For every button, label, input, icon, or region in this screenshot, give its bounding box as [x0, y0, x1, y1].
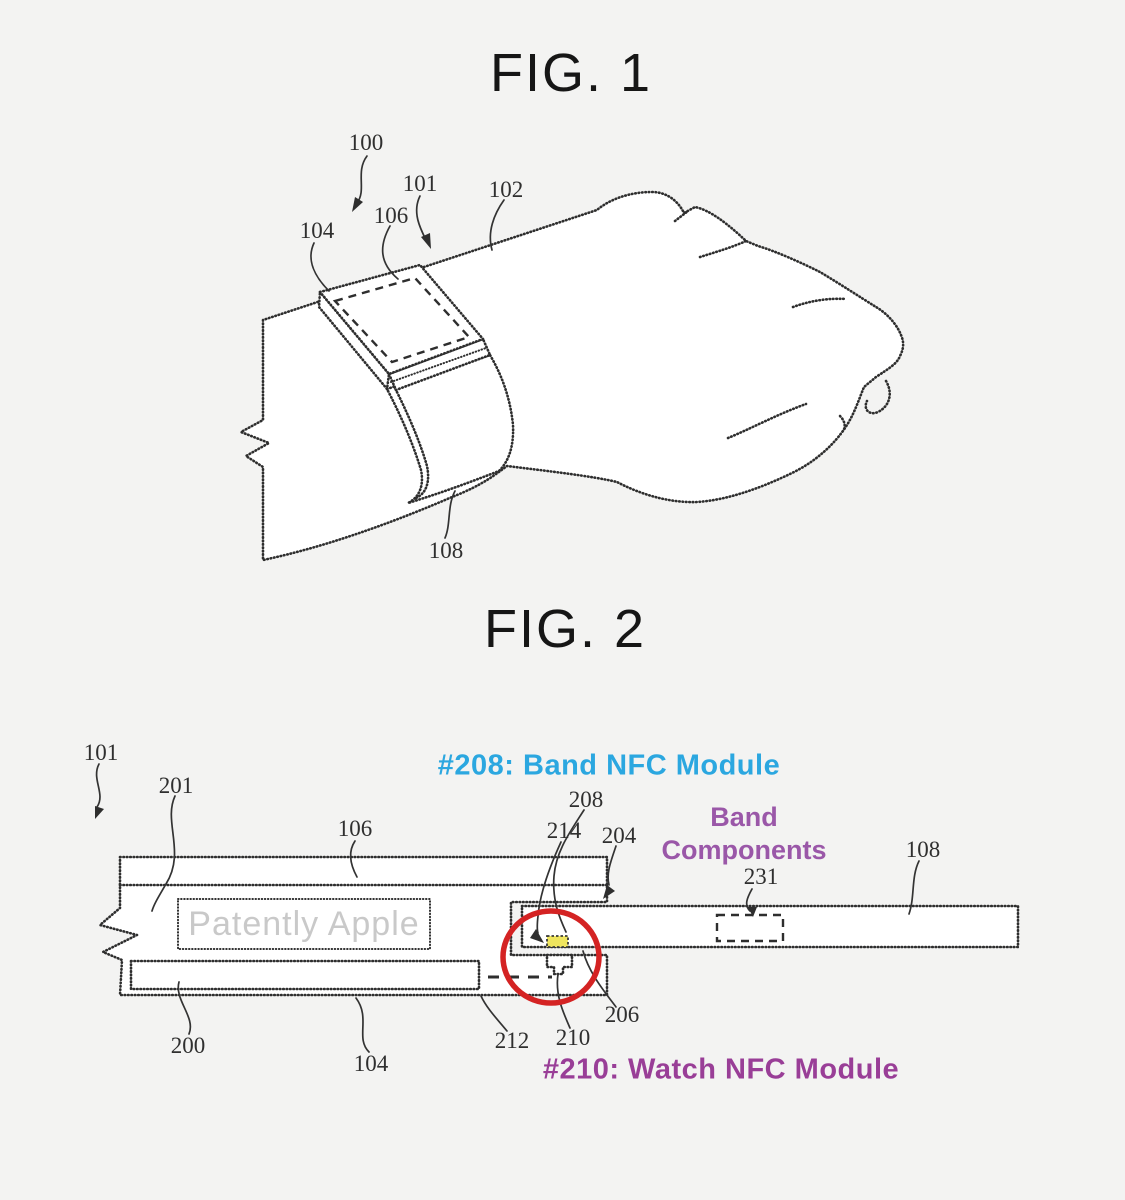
finger-fold-lines: [791, 297, 848, 309]
watch-nfc-module-210: [545, 953, 574, 976]
nfc-highlight-circle: [500, 908, 602, 1006]
fig2-ref-206: 206: [604, 1002, 640, 1027]
fig2-ref-214: 214: [546, 818, 582, 843]
watermark-box: [177, 898, 431, 950]
band-nfc-module-heading: #208: Band NFC Module: [437, 749, 781, 782]
band-components-line1: Band: [710, 802, 778, 832]
component-200-rect: [129, 959, 481, 991]
thumb-tip-line: [864, 379, 892, 415]
patently-apple-watermark: Patently Apple: [188, 905, 420, 943]
fig2-ref-101: 101: [83, 740, 119, 765]
fig2-ref-106: 106: [337, 816, 373, 841]
fig2-ref-108: 108: [905, 837, 941, 862]
fig1-ref-108: 108: [428, 538, 464, 563]
watch-face-dashed-border: [332, 276, 472, 364]
fig1-ref-106: 106: [373, 203, 409, 228]
fig2-ref-204: 204: [601, 823, 637, 848]
band-components-line2: Components: [661, 835, 827, 865]
fig2-ref-210: 210: [555, 1025, 591, 1050]
band-nfc-chip-208: [546, 935, 569, 948]
fig1-leader-lines: [310, 155, 505, 539]
band-components-heading: Band Components: [662, 801, 827, 867]
watch-band: [385, 353, 515, 505]
watch-case-front-line: [390, 347, 487, 383]
fig1-ref-102: 102: [488, 177, 524, 202]
palm-fold-line: [726, 402, 808, 440]
fig2-leader-lines: [95, 763, 920, 1053]
fig2-diagram: [95, 763, 1020, 1053]
band-strip: [520, 904, 1020, 949]
fig2-title: FIG. 2: [483, 599, 647, 659]
fig2-ref-201: 201: [158, 773, 194, 798]
arm-hand-outline: [239, 190, 905, 562]
finger-fold-lines: [698, 239, 748, 259]
component-231-dashed-box: [715, 913, 785, 943]
fig1-ref-100: 100: [348, 130, 384, 155]
fig1-title: FIG. 1: [489, 43, 653, 103]
fig2-ref-104: 104: [353, 1051, 389, 1076]
fig1-ref-101: 101: [402, 171, 438, 196]
fig2-ref-212: 212: [494, 1028, 530, 1053]
fig1-ref-104: 104: [299, 218, 335, 243]
fig1-drawing: [239, 155, 905, 562]
fig2-ref-208: 208: [568, 787, 604, 812]
watch-nfc-module-heading: #210: Watch NFC Module: [542, 1053, 900, 1086]
watch-top-face: [318, 263, 485, 376]
fig2-ref-231: 231: [743, 864, 779, 889]
thumb-crease-line: [838, 414, 846, 433]
fig2-ref-200: 200: [170, 1033, 206, 1058]
band-inner-edge: [392, 384, 430, 500]
finger-fold-lines: [673, 209, 690, 223]
